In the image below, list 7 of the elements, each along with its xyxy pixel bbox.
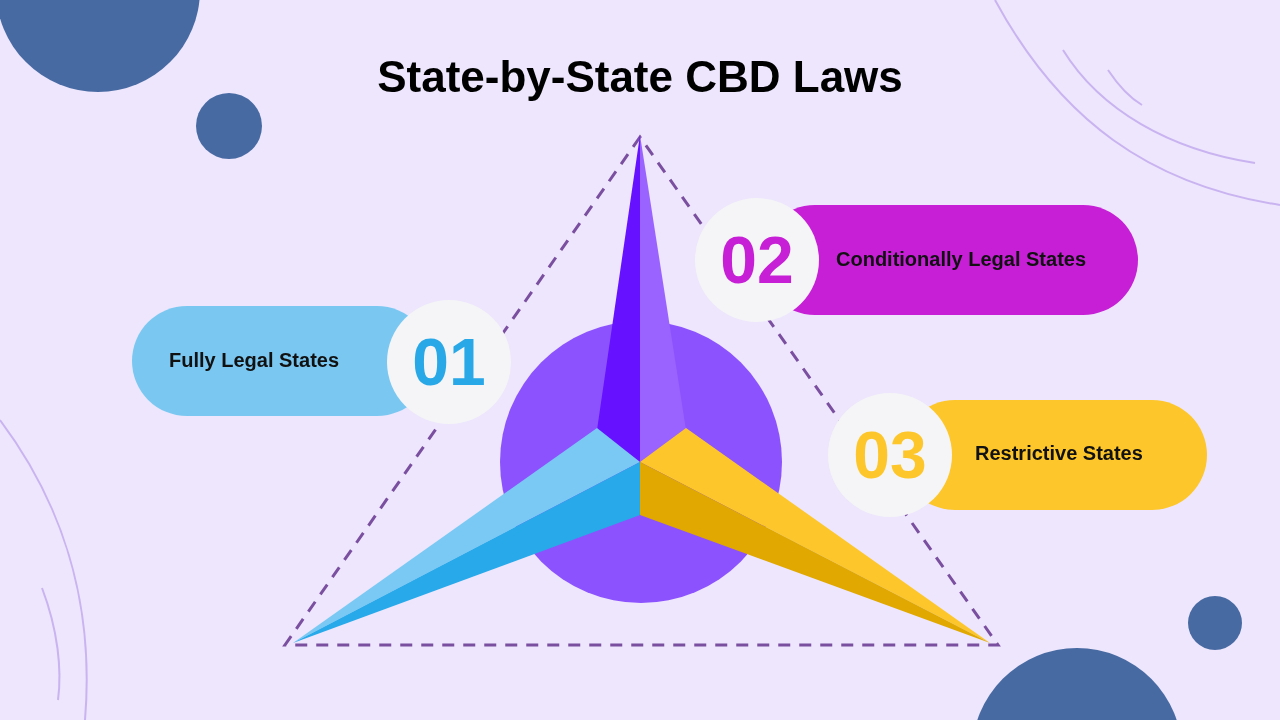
category-label: Restrictive States [975, 442, 1143, 465]
number-circle: 02 [695, 198, 819, 322]
title: State-by-State CBD Laws [377, 52, 903, 102]
number-circle: 01 [387, 300, 511, 424]
category-label: Fully Legal States [169, 349, 340, 372]
category-label: Conditionally Legal States [836, 248, 1087, 271]
number-circle: 03 [828, 393, 952, 517]
